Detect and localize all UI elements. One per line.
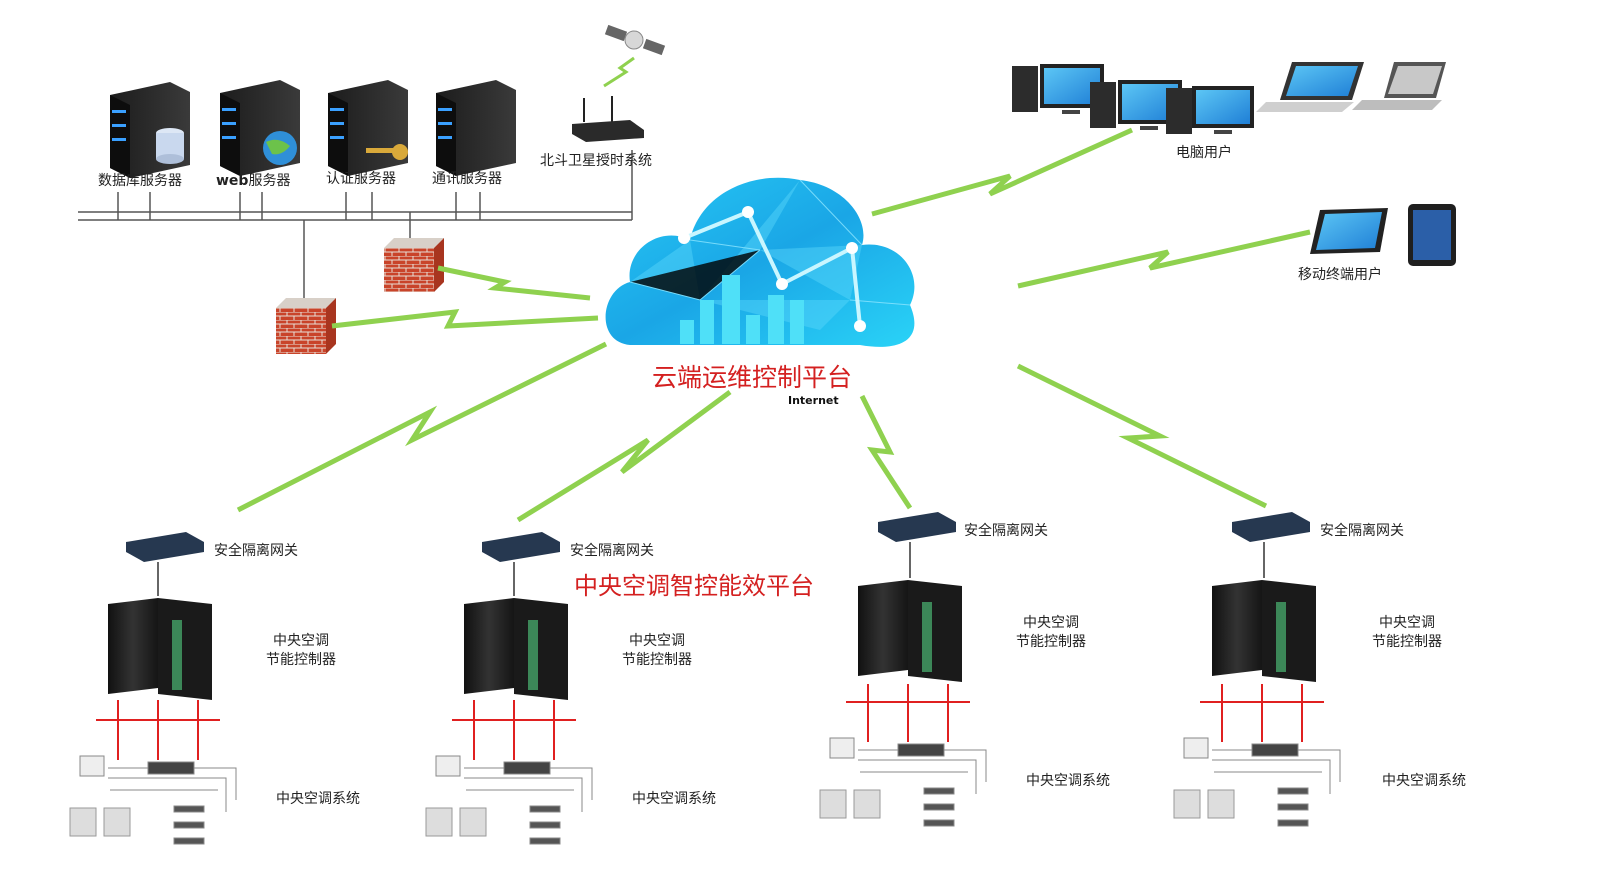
hvac-platform-title: 中央空调智控能效平台	[574, 572, 814, 600]
site-1	[69, 532, 237, 845]
satellite-icon	[604, 24, 666, 56]
gateway-label: 安全隔离网关	[964, 523, 1048, 539]
hvac-system-label: 中央空调系统	[632, 791, 716, 807]
firewall-icon	[384, 238, 444, 292]
hvac-system-icon	[425, 755, 593, 845]
controller-cabinet-icon	[1212, 580, 1316, 682]
database-server-label: 数据库服务器	[98, 173, 182, 189]
comm-server-label: 通讯服务器	[432, 171, 502, 187]
gateway-icon	[1232, 512, 1310, 542]
mobile-users-label: 移动终端用户	[1298, 267, 1382, 283]
controller-cabinet-icon	[858, 580, 962, 682]
controller-cabinet-icon	[108, 598, 212, 700]
controller-label-line1: 中央空调	[629, 633, 685, 649]
mobile-users-icon	[1310, 204, 1456, 266]
comm-server-icon	[436, 80, 516, 176]
auth-server-icon	[328, 80, 408, 176]
hvac-system-label: 中央空调系统	[1382, 773, 1466, 789]
controller-label: 中央空调 节能控制器	[1352, 614, 1462, 652]
gateway-icon	[878, 512, 956, 542]
controller-label-line2: 节能控制器	[266, 652, 336, 668]
internet-label: Internet	[788, 394, 839, 407]
web-server-suffix: 服务器	[248, 173, 291, 189]
web-server-icon	[220, 80, 300, 176]
gateway-label: 安全隔离网关	[1320, 523, 1404, 539]
controller-label-line1: 中央空调	[1023, 615, 1079, 631]
controller-label: 中央空调 节能控制器	[246, 632, 356, 670]
controller-label-line1: 中央空调	[1379, 615, 1435, 631]
database-server-icon	[110, 82, 190, 178]
site-2	[425, 532, 593, 845]
firewall-icon	[276, 298, 336, 354]
hvac-system-icon	[1173, 737, 1341, 827]
web-server-prefix: web	[216, 173, 249, 189]
wireless-links	[236, 127, 1311, 523]
hvac-system-label: 中央空调系统	[276, 791, 360, 807]
cloud-icon	[605, 177, 915, 347]
controller-label: 中央空调 节能控制器	[996, 614, 1106, 652]
controller-label-line1: 中央空调	[273, 633, 329, 649]
cloud-platform-title: 云端运维控制平台	[652, 363, 853, 392]
controller-label: 中央空调 节能控制器	[602, 632, 712, 670]
auth-server-label: 认证服务器	[326, 171, 396, 187]
pc-users-icon	[1012, 62, 1446, 134]
controller-cabinet-icon	[464, 598, 568, 700]
satellite-link	[603, 56, 635, 88]
site-3	[819, 512, 987, 827]
controller-label-line2: 节能控制器	[1372, 634, 1442, 650]
bd-receiver-icon	[572, 96, 644, 142]
gateway-label: 安全隔离网关	[570, 543, 654, 559]
controller-label-line2: 节能控制器	[622, 652, 692, 668]
gateway-label: 安全隔离网关	[214, 543, 298, 559]
gateway-icon	[126, 532, 204, 562]
hvac-system-icon	[819, 737, 987, 827]
satellite-system-label: 北斗卫星授时系统	[540, 153, 652, 169]
pc-users-label: 电脑用户	[1176, 145, 1232, 161]
web-server-label: web服务器	[216, 170, 290, 190]
gateway-icon	[482, 532, 560, 562]
hvac-system-icon	[69, 755, 237, 845]
site-4	[1173, 512, 1341, 827]
server-bus	[78, 150, 633, 300]
hvac-system-label: 中央空调系统	[1026, 773, 1110, 789]
controller-label-line2: 节能控制器	[1016, 634, 1086, 650]
